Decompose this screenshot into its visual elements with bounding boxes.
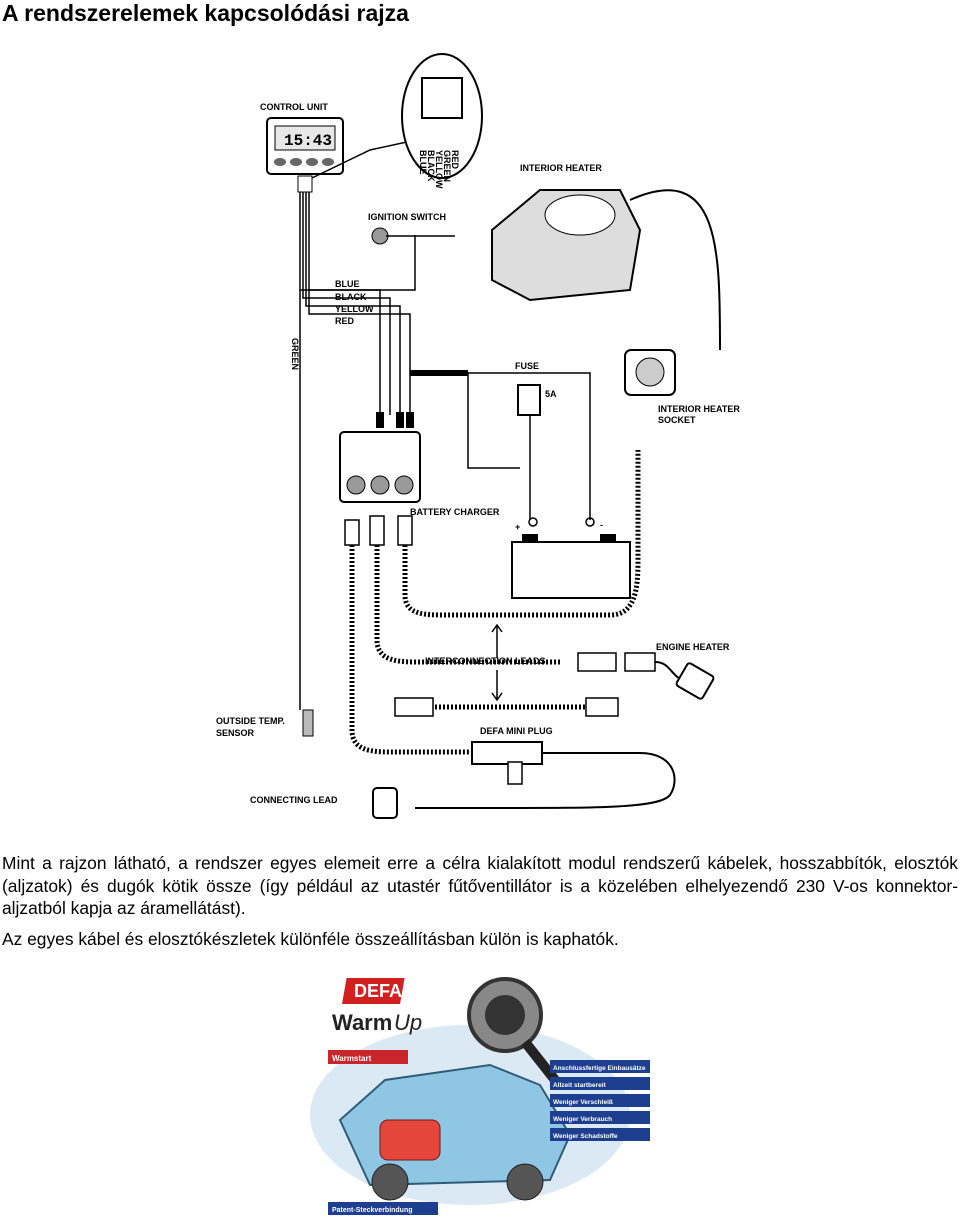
interior-heater-socket: INTERIOR HEATER SOCKET: [624, 349, 740, 425]
fuse: FUSE 5A: [410, 361, 591, 520]
control-unit: CONTROL UNIT 15:43: [260, 102, 344, 193]
control-unit-label: CONTROL UNIT: [260, 102, 328, 112]
description-paragraph: Mint a rajzon látható, a rendszer egyes …: [2, 853, 958, 918]
defa-mini-plug: DEFA MINI PLUG: [415, 726, 676, 809]
svg-text:IGNITION SWITCH: IGNITION SWITCH: [368, 212, 446, 222]
availability-paragraph: Az egyes kábel és elosztókészletek külön…: [2, 929, 619, 949]
svg-text:+: +: [515, 522, 520, 532]
svg-text:BLACK: BLACK: [426, 150, 436, 182]
svg-text:RED: RED: [335, 316, 355, 326]
svg-text:Up: Up: [394, 1010, 422, 1035]
svg-text:SENSOR: SENSOR: [216, 728, 255, 738]
svg-text:5A: 5A: [545, 389, 557, 399]
svg-text:GREEN: GREEN: [442, 150, 452, 182]
svg-text:GREEN: GREEN: [290, 338, 300, 370]
svg-text:INTERCONNECTION LEADS: INTERCONNECTION LEADS: [425, 656, 546, 666]
engine-icon: [379, 1119, 441, 1161]
page-title: A rendszerelemek kapcsolódási rajza: [2, 0, 409, 26]
svg-text:BLUE: BLUE: [335, 279, 360, 289]
svg-text:Warm: Warm: [332, 1010, 392, 1035]
svg-text:ENGINE HEATER: ENGINE HEATER: [656, 642, 730, 652]
battery: BATTERY CHARGER + -: [410, 507, 631, 599]
interior-heater: INTERIOR HEATER: [491, 163, 721, 351]
defa-warmup-illustration: DEFA Warm Up Warmstart Anschlussfertige …: [310, 970, 660, 1220]
svg-text:Patent-Steckverbindung: Patent-Steckverbindung: [332, 1207, 413, 1214]
connecting-lead: CONNECTING LEAD: [250, 787, 398, 819]
svg-text:-: -: [600, 520, 603, 530]
svg-text:RED: RED: [450, 150, 460, 170]
svg-text:YELLOW: YELLOW: [335, 304, 374, 314]
distribution-box: [339, 412, 421, 503]
engine-heater: ENGINE HEATER: [654, 642, 730, 700]
svg-text:BLACK: BLACK: [335, 292, 367, 302]
svg-text:BATTERY CHARGER: BATTERY CHARGER: [410, 507, 500, 517]
svg-text:Warmstart: Warmstart: [332, 1054, 372, 1063]
svg-text:Anschlussfertige Einbausätze: Anschlussfertige Einbausätze: [553, 1065, 646, 1072]
svg-text:OUTSIDE TEMP.: OUTSIDE TEMP.: [216, 716, 285, 726]
wiring-diagram: CONTROL UNIT 15:43 RED GREEN YELLOW BLAC…: [216, 53, 740, 819]
outside-temp-sensor: OUTSIDE TEMP. SENSOR: [216, 709, 314, 738]
svg-text:Weniger Verbrauch: Weniger Verbrauch: [553, 1116, 612, 1123]
svg-text:DEFA: DEFA: [354, 981, 402, 1001]
svg-text:SOCKET: SOCKET: [658, 415, 696, 425]
svg-text:YELLOW: YELLOW: [434, 150, 444, 189]
svg-text:DEFA MINI PLUG: DEFA MINI PLUG: [480, 726, 553, 736]
lead-plugs: [344, 515, 656, 717]
coiled-leads: [349, 450, 641, 755]
svg-text:FUSE: FUSE: [515, 361, 539, 371]
control-wires: [299, 137, 426, 710]
svg-text:Weniger Verschleiß: Weniger Verschleiß: [553, 1099, 613, 1106]
svg-text:BLUE: BLUE: [418, 150, 428, 175]
control-unit-display: 15:43: [284, 132, 332, 150]
wire-color-inset: RED GREEN YELLOW BLACK BLUE: [401, 53, 483, 189]
defa-logo: [342, 978, 405, 1004]
svg-text:INTERIOR HEATER: INTERIOR HEATER: [658, 404, 740, 414]
svg-text:CONNECTING LEAD: CONNECTING LEAD: [250, 795, 338, 805]
svg-text:Allzeit startbereit: Allzeit startbereit: [553, 1082, 607, 1089]
arrows: [491, 623, 503, 702]
svg-text:Weniger Schadstoffe: Weniger Schadstoffe: [553, 1133, 618, 1140]
ignition-switch: IGNITION SWITCH: [368, 212, 455, 245]
promo-bullets: Anschlussfertige Einbausätze Allzeit sta…: [550, 1060, 650, 1141]
svg-text:INTERIOR HEATER: INTERIOR HEATER: [520, 163, 602, 173]
